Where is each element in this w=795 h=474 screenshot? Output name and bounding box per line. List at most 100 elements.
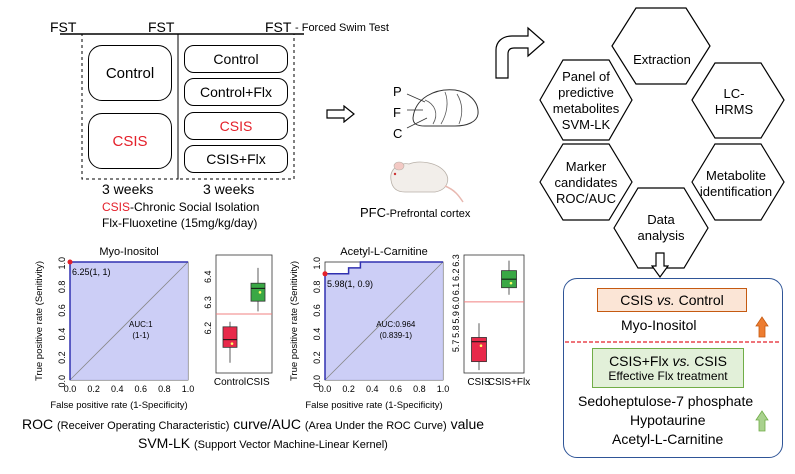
y-tick-label: 5.9 [451,311,461,324]
mean-point [258,291,262,294]
phase2-csis-flx-box: CSIS+Flx [184,145,288,173]
hex-panel-label: Panel of predictive metabolites SVM-LK [552,69,620,132]
brain-label-c: C [393,126,403,141]
y-tick-label: 6.2 [203,322,213,335]
brain-label-f: F [393,105,401,120]
auc-ci: (0.839-1) [380,331,413,340]
y-axis-label: True positive rate (Senitivity) [34,261,45,381]
phase1-duration: 3 weeks [102,181,154,197]
hex-lc-hrms-label: LC-HRMS [714,86,754,117]
x-tick-label: 0.6 [390,384,403,394]
comparison-1-label: CSIS vs. Control [620,292,724,308]
y-tick-label: 0.0 [57,375,67,388]
down-arrow-icon [651,252,669,278]
y-tick-label: 0.8 [57,281,67,294]
phase2-csis-label: CSIS [219,118,253,134]
y-tick-label: 0.2 [57,351,67,364]
x-category-label: CSIS [246,377,270,388]
x-tick-label: 1.0 [182,384,195,394]
y-tick-label: 0.4 [57,328,67,341]
y-tick-label: 0.6 [57,304,67,317]
phase2-control-flx-box: Control+Flx [184,78,288,106]
roc-title: Myo-Inositol [99,246,158,258]
box [222,326,238,348]
comparison-2-sub: Effective Flx treatment [608,369,728,383]
hex-marker: Marker candidates ROC/AUC [548,156,624,210]
mean-point [479,344,483,348]
metabolite-sedoheptulose: Sedoheptulose-7 phosphate [578,393,754,409]
pfc-caption: PFC-Prefrontal cortex [360,205,471,220]
phase1-csis-box: CSIS [88,113,172,169]
hex-extraction: Extraction [633,52,691,67]
design-lines [60,33,304,180]
phase2-control-label: Control [213,51,259,67]
y-tick-label: 0.2 [312,351,322,364]
csis-abbreviation: CSIS-Chronic Social Isolation [102,200,260,214]
phase2-csis-flx-label: CSIS+Flx [206,151,266,167]
y-tick-label: 1.0 [57,257,67,270]
y-tick-label: 1.0 [312,257,322,270]
roc-title: Acetyl-L-Carnitine [340,246,427,258]
auc-label: AUC:0.964 [376,320,416,329]
fst-label-1: FST [50,19,77,35]
diagonal-line [324,261,444,381]
x-tick-label: 0.2 [342,384,355,394]
results-divider [565,341,781,343]
comparison-2-label: CSIS+Flx vs. CSIS [609,353,727,369]
caption-roc: ROC (Receiver Operating Characteristic) … [22,416,485,432]
y-tick-label: 0.0 [312,375,322,388]
y-tick-label: 0.4 [312,328,322,341]
phase1-control-label: Control [105,64,155,82]
mean-point [230,342,234,345]
box [250,282,266,302]
hex-lc-hrms: LC-HRMS [700,86,768,118]
workflow-hexagons [539,7,785,269]
y-tick-label: 6.0 [451,297,461,310]
curved-arrow-icon [495,26,545,79]
hex-panel: Panel of predictive metabolites SVM-LK [548,68,624,134]
metabolite-hypotaurine: Hypotaurine [630,412,706,428]
threshold-point [322,271,328,277]
results-panel [563,278,783,458]
x-tick-label: 0.2 [87,384,100,394]
hex-analysis: Data analysis [624,210,698,246]
phase1-csis-label: CSIS [112,132,148,150]
x-tick-label: 0.8 [158,384,171,394]
fst-label-2: FST [148,19,175,35]
threshold-label: 6.25(1, 1) [72,267,111,277]
auc-label: AUC:1 [129,320,153,329]
phase1-control-box: Control [88,45,172,101]
phase2-control-box: Control [184,45,288,73]
comparison-1-box: CSIS vs. Control [597,288,747,312]
y-tick-label: 6.3 [451,254,461,267]
x-category-label: Control [214,377,246,388]
x-tick-label: 0.4 [366,384,379,394]
hex-analysis-label: Data analysis [637,212,685,243]
y-tick-label: 5.7 [451,340,461,353]
x-tick-label: 0.6 [135,384,148,394]
hex-identification-label: Metabolite identification [699,168,773,199]
x-tick-label: 0.0 [64,384,77,394]
flx-abbreviation: Flx-Fluoxetine (15mg/kg/day) [102,216,258,230]
phase2-csis-box: CSIS [184,112,288,140]
roc-chart-myo-inositol: Myo-Inositol 6.25(1, 1) AUC:1 (1-1) 0.0 0.2 0.… [34,246,195,410]
y-tick-label: 6.3 [203,296,213,309]
x-axis-label: False positive rate (1-Specificity) [305,400,442,410]
up-arrow-orange-icon [755,316,769,338]
phase2-control-flx-label: Control+Flx [200,84,272,100]
caption-svm: SVM-LK (Support Vector Machine-Linear Ke… [138,435,388,451]
up-arrow-green-icon [755,410,769,432]
x-tick-label: 0.8 [413,384,426,394]
phase2-duration: 3 weeks [203,181,255,197]
threshold-label: 5.98(1, 0.9) [327,279,373,289]
metabolite-myo-inositol: Myo-Inositol [621,317,697,333]
fst-label-3: FST [265,19,292,35]
x-category-label: CSIS [467,377,491,388]
box [471,337,487,363]
mean-point [509,281,513,285]
x-tick-label: 1.0 [437,384,450,394]
auc-ci: (1-1) [132,331,149,340]
fst-legend: - Forced Swim Test [295,22,389,34]
